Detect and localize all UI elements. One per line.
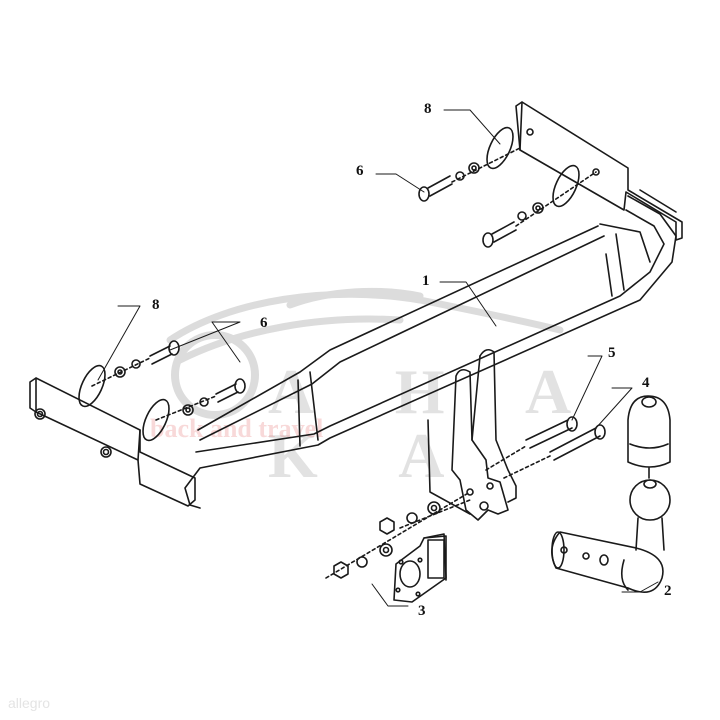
callout-1: 1: [422, 273, 430, 289]
callout-2: 2: [664, 583, 672, 599]
callout-8-right: 8: [424, 101, 432, 117]
bolts-4-5: [485, 416, 606, 479]
right-fasteners: [418, 126, 597, 248]
callout-3: 3: [418, 603, 426, 619]
leader-lines: [97, 109, 659, 607]
callout-6-left: 6: [260, 315, 268, 331]
callout-5: 5: [608, 345, 616, 361]
callout-8-left: 8: [152, 297, 160, 313]
tow-ball: [551, 479, 671, 594]
watermark-allegro: allegro: [8, 695, 51, 711]
watermark-brand: A H A K A: [268, 356, 602, 491]
lower-fasteners: [325, 491, 471, 579]
right-bracket: [515, 101, 683, 241]
callout-6-right: 6: [356, 163, 364, 179]
callout-4: 4: [642, 375, 650, 391]
center-hanger: [427, 348, 517, 521]
left-bracket: [29, 377, 196, 507]
left-fasteners: [78, 340, 246, 442]
socket-plate: [393, 533, 447, 603]
ball-cap: [627, 395, 671, 479]
main-crossbar: [184, 189, 677, 509]
